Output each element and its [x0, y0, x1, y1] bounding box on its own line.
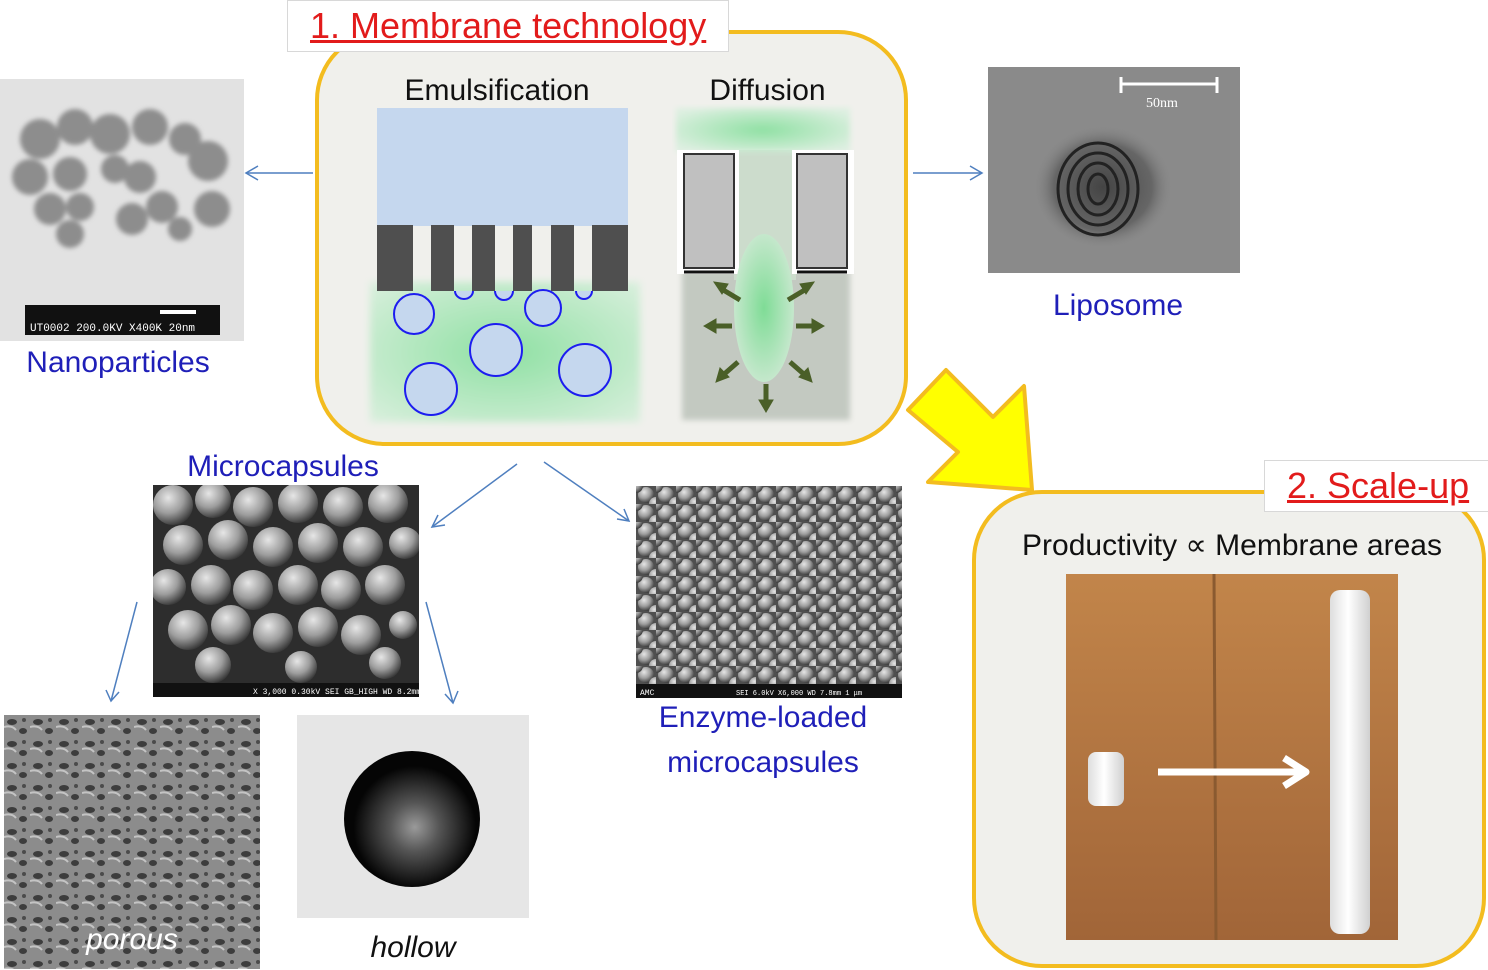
enzyme-scale-text: SEI 6.0kV X6,000 WD 7.8mm 1 μm — [736, 690, 862, 698]
diffusion-label: Diffusion — [709, 74, 826, 107]
porous-label: porous — [85, 923, 178, 956]
liposome-image: 50nm — [988, 67, 1240, 273]
microcapsules-scale-text: X 3,000 0.30kV SEI GB_HIGH WD 8.2mm — [253, 688, 419, 697]
diffusion-diagram — [676, 108, 854, 420]
scale-up-arrow — [906, 368, 1034, 492]
enzyme-label-line2: microcapsules — [667, 746, 859, 779]
hollow-tem-image — [297, 715, 529, 918]
nanoparticles-label: Nanoparticles — [26, 346, 210, 379]
enzyme-microcapsules-sem-image: AMC SEI 6.0kV X6,000 WD 7.8mm 1 μm — [636, 486, 902, 698]
membrane-technology-title: 1. Membrane technology — [287, 0, 730, 52]
liposome-label: Liposome — [1052, 289, 1184, 322]
liposome-scale-text: 50nm — [1146, 96, 1178, 111]
microcapsules-sem-image: X 3,000 0.30kV SEI GB_HIGH WD 8.2mm — [153, 485, 419, 697]
scale-up-title: 2. Scale-up — [1264, 460, 1488, 512]
emulsification-diagram — [370, 108, 640, 422]
productivity-formula: Productivity ∝ Membrane areas — [1022, 529, 1442, 562]
hollow-label: hollow — [370, 931, 456, 964]
nanoparticles-tem-image: UT0002 200.0KV X400K 20nm — [0, 79, 244, 341]
tem-scale-text: UT0002 200.0KV X400K 20nm — [30, 323, 195, 335]
enzyme-sem-left-text: AMC — [640, 689, 655, 698]
enzyme-label-line1: Enzyme-loaded — [658, 701, 868, 734]
emulsification-label: Emulsification — [404, 74, 590, 107]
microcapsules-label: Microcapsules — [187, 450, 379, 483]
membrane-tubes-photo — [1066, 574, 1398, 940]
porous-sem-image: porous — [4, 715, 260, 969]
